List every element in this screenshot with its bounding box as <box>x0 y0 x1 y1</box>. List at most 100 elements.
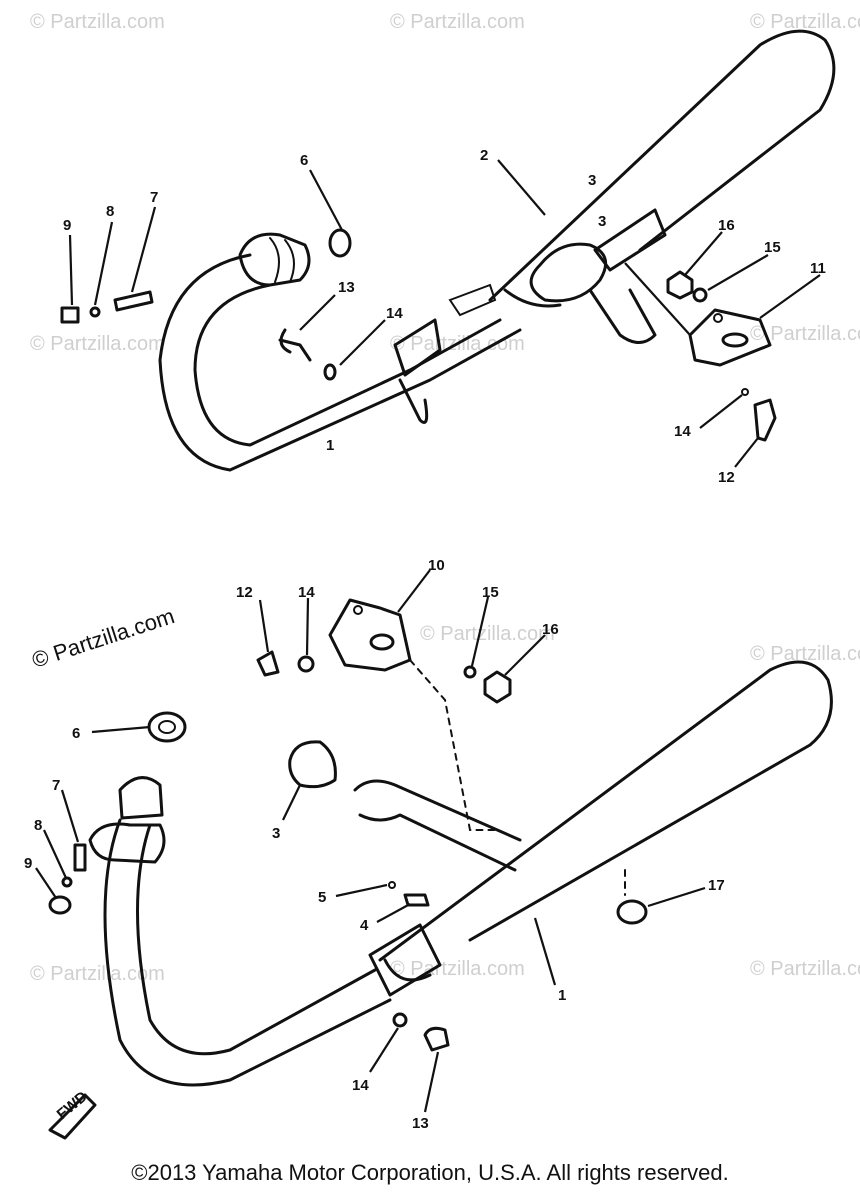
upper-bolt-12 <box>753 398 777 442</box>
callout-9: 9 <box>24 855 32 872</box>
upper-muffler-bracket <box>448 283 497 317</box>
watermark: © Partzilla.com <box>750 958 860 980</box>
upper-pipe-bracket <box>393 318 442 424</box>
watermark-main: © Partzilla.com <box>29 603 178 673</box>
callout-3: 3 <box>588 172 596 189</box>
callout-16: 16 <box>718 217 735 234</box>
callout-13: 13 <box>338 279 355 296</box>
copyright-notice: ©2013 Yamaha Motor Corporation, U.S.A. A… <box>131 1160 729 1185</box>
callout-8: 8 <box>106 203 114 220</box>
lower-gasket-hole <box>158 720 176 734</box>
lower-nut-16 <box>483 670 512 704</box>
callout-5: 5 <box>318 889 326 906</box>
upper-muffler-seam <box>503 288 562 308</box>
callout-1: 1 <box>558 987 566 1004</box>
lower-connector-pipe <box>353 779 522 872</box>
lower-flange-collar <box>118 776 164 820</box>
upper-exhaust-pipe <box>158 253 522 472</box>
lower-washer-14b <box>392 1012 408 1028</box>
callout-7: 7 <box>150 189 158 206</box>
upper-nut-9 <box>60 306 80 324</box>
upper-bolt-13 <box>278 328 312 362</box>
upper-stud-7 <box>113 290 154 312</box>
lower-muffler <box>378 660 833 962</box>
callout-6: 6 <box>300 152 308 169</box>
lower-grommet-3 <box>288 740 337 789</box>
callout-14: 14 <box>298 584 315 601</box>
lower-washer-14 <box>297 655 315 673</box>
watermark: © Partzilla.com <box>750 643 860 665</box>
lower-muffler-seam <box>383 958 432 982</box>
callout-3: 3 <box>272 825 280 842</box>
upper-washer-8 <box>89 306 101 318</box>
lower-exhaust-flange <box>88 822 166 864</box>
upper-clamp <box>593 208 667 272</box>
lower-washer-8 <box>61 876 73 888</box>
upper-pipe-joint <box>529 242 608 303</box>
callout-9: 9 <box>63 217 71 234</box>
upper-bracket-slot <box>721 332 749 348</box>
callout-17: 17 <box>708 877 725 894</box>
lower-leaders <box>35 569 706 1113</box>
callout-14: 14 <box>386 305 403 322</box>
lower-clamp <box>368 923 442 997</box>
lower-bolt-12 <box>256 650 280 677</box>
upper-flange-ribs <box>269 237 295 283</box>
callout-1: 1 <box>326 437 334 454</box>
callout-3: 3 <box>598 213 606 230</box>
callout-14: 14 <box>674 423 691 440</box>
callout-11: 11 <box>810 260 826 277</box>
lower-callouts: 6 7 8 9 12 14 10 15 16 3 5 4 17 1 14 13 <box>24 557 725 1132</box>
lower-bracket-hole <box>353 605 363 615</box>
callout-16: 16 <box>542 621 559 638</box>
watermark: © Partzilla.com <box>30 333 165 355</box>
upper-callouts: 9 8 7 6 2 3 3 13 14 1 16 15 11 14 12 <box>63 147 826 486</box>
watermark: © Partzilla.com <box>750 323 860 345</box>
callout-10: 10 <box>428 557 445 574</box>
callout-8: 8 <box>34 817 42 834</box>
lower-plug-17 <box>616 899 648 925</box>
watermark: © Partzilla.com <box>30 963 165 985</box>
callout-6: 6 <box>72 725 80 742</box>
lower-stud-7 <box>73 843 87 872</box>
lower-bracket-10 <box>328 598 412 672</box>
watermark: © Partzilla.com <box>420 623 555 645</box>
exhaust-parts-diagram: © Partzilla.com © Partzilla.com © Partzi… <box>24 11 860 1140</box>
lower-exhaust-pipe-inner <box>136 823 377 1056</box>
lower-exhaust-pipe <box>103 818 392 1087</box>
fwd-arrow-icon: FWD <box>48 1088 97 1140</box>
upper-washer-14b <box>741 388 749 396</box>
callout-13: 13 <box>412 1115 429 1132</box>
watermark: © Partzilla.com <box>390 958 525 980</box>
callout-12: 12 <box>718 469 735 486</box>
lower-assembly-line <box>409 659 501 831</box>
lower-gasket-6 <box>147 711 187 743</box>
watermarks: © Partzilla.com © Partzilla.com © Partzi… <box>29 11 860 985</box>
callout-12: 12 <box>236 584 253 601</box>
upper-leaders <box>68 159 821 468</box>
upper-washer-15 <box>692 287 708 303</box>
callout-15: 15 <box>482 584 499 601</box>
watermark: © Partzilla.com <box>390 11 525 33</box>
upper-bracket-hole <box>713 313 723 323</box>
lower-washer-15 <box>463 665 477 679</box>
upper-bracket-11 <box>688 308 772 367</box>
lower-bolt-13 <box>423 1026 450 1052</box>
upper-exhaust-pipe-inner <box>193 283 502 447</box>
upper-muffler <box>488 29 836 302</box>
upper-tail-pipe <box>588 288 657 344</box>
lower-nut-9 <box>48 895 72 915</box>
callout-14: 14 <box>352 1077 369 1094</box>
upper-washer-14 <box>323 363 337 381</box>
upper-gasket-6 <box>328 228 352 258</box>
callout-2: 2 <box>480 147 488 164</box>
lower-bolt-4 <box>403 893 430 907</box>
lower-bracket-slot <box>369 633 395 651</box>
lower-exhaust-assembly <box>48 598 833 1087</box>
watermark: © Partzilla.com <box>30 11 165 33</box>
callout-4: 4 <box>360 917 369 934</box>
watermark: © Partzilla.com <box>750 11 860 33</box>
upper-exhaust-flange <box>238 232 311 287</box>
callout-15: 15 <box>764 239 781 256</box>
callout-7: 7 <box>52 777 60 794</box>
